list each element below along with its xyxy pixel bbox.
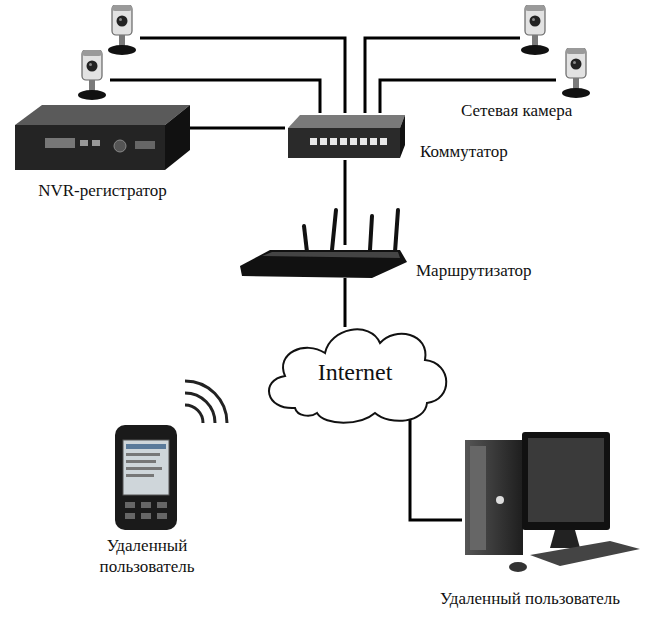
nvr-node: NVR-регистратор — [15, 100, 190, 172]
camera-icon — [78, 50, 106, 100]
camera-wire — [140, 38, 345, 113]
network-cable — [410, 418, 462, 520]
switch-icon — [288, 115, 405, 158]
cloud-outline — [269, 329, 446, 422]
device-label: Удаленный пользователь — [82, 535, 212, 578]
camera-node: Сетевая камера — [556, 48, 596, 100]
device-label: NVR-регистратор — [15, 180, 190, 201]
camera-icon — [562, 48, 590, 98]
camera-wire — [110, 38, 520, 113]
remote-user-node: Удаленный пользователь — [112, 425, 182, 533]
remote-user-node: Удаленный пользователь — [462, 432, 637, 572]
device-label: Удаленный пользователь — [400, 588, 660, 609]
switch-node: Коммутатор — [285, 113, 407, 160]
device-label: Коммутатор — [420, 141, 508, 162]
device-label: Internet — [318, 357, 393, 387]
router-icon — [240, 210, 407, 278]
network-cable — [344, 278, 347, 327]
nvr-icon — [15, 105, 190, 170]
pc-icon — [465, 432, 640, 572]
wireless-waves — [185, 381, 227, 423]
device-label: Сетевая камера — [461, 100, 572, 121]
phone-icon — [115, 425, 177, 530]
camera-icon — [108, 5, 136, 55]
cloud-node: Internet — [255, 318, 455, 426]
router-node: Маршрутизатор — [240, 245, 407, 278]
device-label: Маршрутизатор — [416, 260, 532, 281]
network-cable — [344, 160, 347, 245]
camera-icon — [521, 5, 549, 55]
network-cable — [190, 127, 285, 130]
